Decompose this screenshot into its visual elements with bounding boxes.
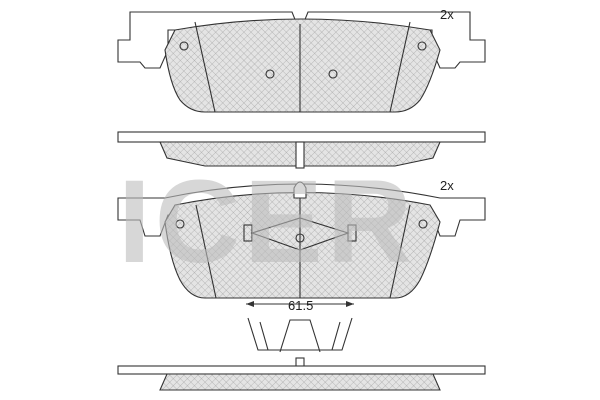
- quantity-label-bottom: 2x: [440, 178, 454, 193]
- dimension-value: 61.5: [288, 298, 313, 313]
- quantity-label-top: 2x: [440, 7, 454, 22]
- spring-clip: [247, 317, 353, 353]
- dimension-line: [246, 301, 354, 307]
- watermark-logo: ICER: [118, 156, 416, 288]
- pad-inner-side-view: [117, 357, 486, 391]
- pad-inner-front-view: [117, 181, 486, 299]
- pad-outer-side-view: [117, 131, 486, 169]
- pad-outer-front-view: [117, 11, 486, 113]
